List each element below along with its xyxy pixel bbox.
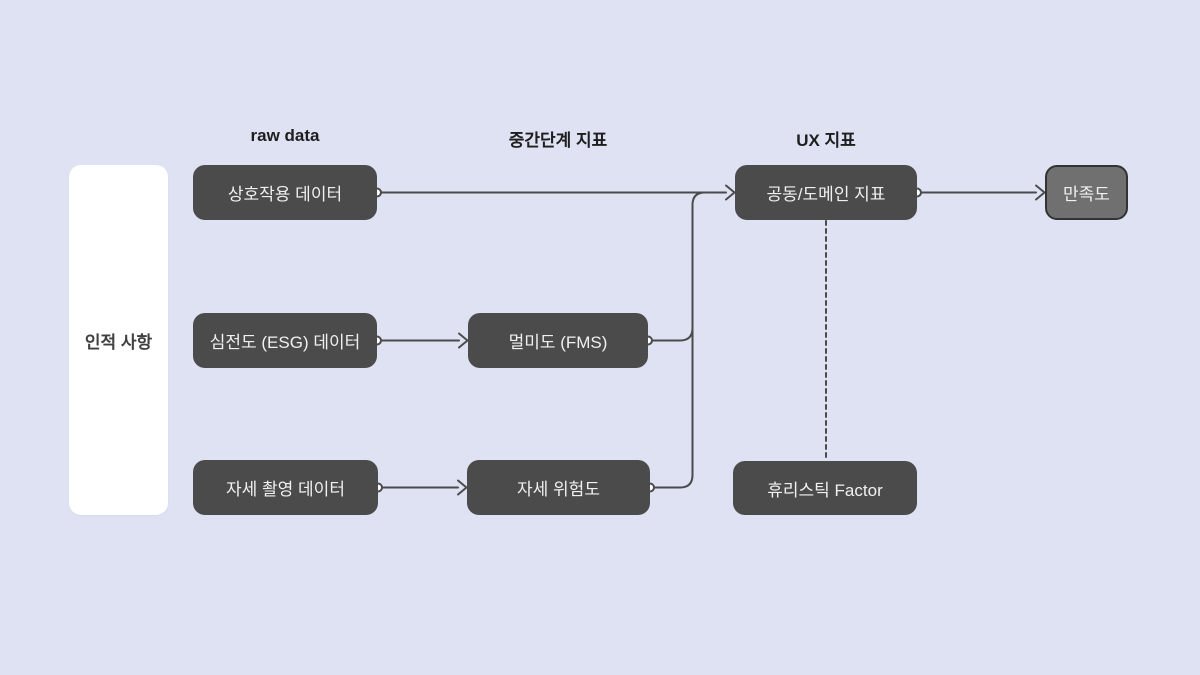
node-ecg-data: 심전도 (ESG) 데이터 <box>193 313 377 368</box>
arrowhead-icon <box>458 332 469 349</box>
arrowhead-icon <box>457 479 468 496</box>
node-posture-risk: 자세 위험도 <box>467 460 650 515</box>
node-label: 자세 위험도 <box>517 480 600 499</box>
node-posture-capture-data: 자세 촬영 데이터 <box>193 460 378 515</box>
node-label: 상호작용 데이터 <box>227 185 343 204</box>
node-label: 심전도 (ESG) 데이터 <box>209 333 361 352</box>
node-satisfaction: 만족도 <box>1045 165 1128 220</box>
edge-domain-metric-to-satisfaction <box>912 184 1046 201</box>
edge-ecg-to-motion-sickness <box>372 332 469 349</box>
arrowhead-icon <box>725 184 736 201</box>
edge-posture-risk-to-domain-metric <box>645 191 723 493</box>
node-label: 멀미도 (FMS) <box>508 333 608 352</box>
edge-interaction-to-domain-metric <box>372 184 736 201</box>
node-interaction-data: 상호작용 데이터 <box>193 165 377 220</box>
node-label: 휴리스틱 Factor <box>767 480 883 500</box>
node-common-domain-metric: 공동/도메인 지표 <box>735 165 917 220</box>
column-header-ux-metrics: UX 지표 <box>796 131 856 150</box>
personal-info-label: 인적 사항 <box>84 332 153 352</box>
edge-posture-capture-to-posture-risk <box>373 479 468 496</box>
arrowhead-icon <box>1035 184 1046 201</box>
node-label: 공동/도메인 지표 <box>766 185 886 204</box>
node-label: 자세 촬영 데이터 <box>226 480 345 499</box>
node-motion-sickness: 멀미도 (FMS) <box>468 313 648 368</box>
personal-info-panel: 인적 사항 <box>69 165 168 515</box>
edge-motion-sickness-to-domain-metric <box>643 205 694 346</box>
column-header-raw-data: raw data <box>250 126 320 145</box>
column-header-intermediate-metrics: 중간단계 지표 <box>508 131 608 150</box>
node-heuristic-factor: 휴리스틱 Factor <box>733 461 917 515</box>
node-label: 만족도 <box>1063 185 1110 204</box>
